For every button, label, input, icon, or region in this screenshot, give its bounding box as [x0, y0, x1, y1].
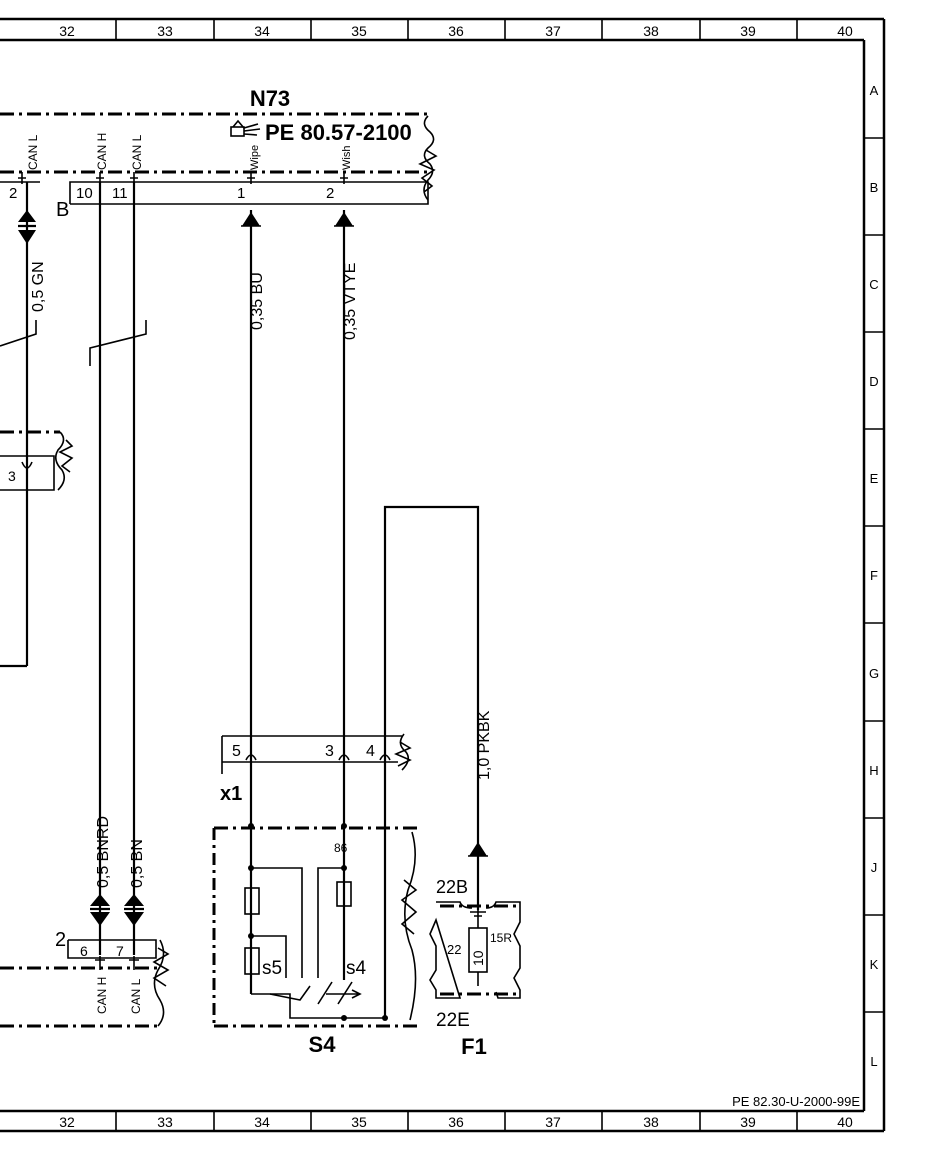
- n73-pin-number: 1: [237, 185, 245, 202]
- bottom-connector-signal: CAN H: [95, 977, 109, 1014]
- f1-name: F1: [461, 1034, 487, 1059]
- wire-label-bu: 0,35 BU: [249, 272, 266, 330]
- col-label-top: 34: [254, 23, 270, 39]
- n73-pin-number: 2: [9, 185, 17, 202]
- col-label-bottom: 32: [59, 1114, 75, 1130]
- bottom-connector-signal: CAN L: [129, 978, 143, 1014]
- s4-switch-b-label: s4: [346, 958, 367, 979]
- row-label: K: [870, 957, 879, 972]
- row-label: H: [869, 763, 878, 778]
- row-label: B: [870, 180, 879, 195]
- n73-pin-signal: Wipe: [249, 145, 261, 170]
- document-id: PE 82.30-U-2000-99E: [732, 1094, 860, 1109]
- wires: 0,5 GN 0,35 BU 0,35 VTYE 1,0 PKBK: [0, 182, 493, 1018]
- reference-hand-icon: [230, 119, 261, 137]
- n73-module: N73 PE 80.57-2100 B CAN L CAN H CAN L Wi…: [0, 86, 438, 221]
- col-label-top: 39: [740, 23, 756, 39]
- row-label: G: [869, 666, 879, 681]
- bottom-connector-pin: 7: [116, 943, 124, 959]
- wire-label-pkbk: 1,0 PKBK: [476, 710, 493, 780]
- x1-pin: 4: [366, 743, 375, 760]
- n73-pin-number: 10: [76, 185, 93, 202]
- sheet-border: 32 33 34 35 36 37 38 39 40 32 33 34 35 3…: [0, 17, 886, 1133]
- f1-fuse-rating: 10: [470, 950, 486, 966]
- n73-connector-label: B: [56, 199, 69, 221]
- s4-switch: 86 s5 s4 S4: [212, 823, 418, 1057]
- n73-pin-number: 11: [112, 185, 128, 202]
- e-row-connector: 3: [0, 430, 74, 668]
- col-label-top: 35: [351, 23, 367, 39]
- x1-name: x1: [220, 783, 242, 805]
- wire-label-gn: 0,5 GN: [30, 261, 47, 312]
- bottom-connector-pin: 6: [80, 943, 88, 959]
- col-label-bottom: 34: [254, 1114, 270, 1130]
- row-label: F: [870, 568, 878, 583]
- s4-pin-label: 86: [334, 841, 348, 855]
- row-label: D: [869, 374, 878, 389]
- col-label-top: 32: [59, 23, 75, 39]
- x1-pin: 3: [325, 743, 334, 760]
- f1-left-label: 22: [447, 942, 461, 957]
- x1-connector: x1 5 3 4: [220, 733, 412, 805]
- wire-label-vtye: 0,35 VTYE: [342, 263, 359, 340]
- s4-name: S4: [309, 1032, 337, 1057]
- row-label: J: [871, 860, 878, 875]
- col-label-top: 36: [448, 23, 464, 39]
- n73-pin-signal: Wish: [341, 146, 353, 170]
- col-label-bottom: 35: [351, 1114, 367, 1130]
- col-label-top: 38: [643, 23, 659, 39]
- n73-pin-number: 2: [326, 185, 334, 202]
- row-label: E: [870, 471, 879, 486]
- bottom-can-connector: 2 6 7 CAN H CAN L 0,5 BNRD 0,5 BN: [0, 816, 170, 1028]
- n73-reference: PE 80.57-2100: [265, 120, 412, 145]
- n73-pin-signal: CAN L: [26, 134, 40, 170]
- col-label-top: 37: [545, 23, 561, 39]
- n73-pin-signal: CAN H: [95, 133, 109, 170]
- col-label-top: 40: [837, 23, 853, 39]
- col-label-bottom: 40: [837, 1114, 853, 1130]
- f1-bottom-label: 22E: [436, 1010, 470, 1031]
- bottom-connector-name: 2: [55, 929, 66, 951]
- row-label: A: [870, 83, 879, 98]
- col-label-bottom: 33: [157, 1114, 173, 1130]
- f1-right-label: 15R: [490, 931, 512, 945]
- n73-pin-signal: CAN L: [130, 134, 144, 170]
- col-label-bottom: 37: [545, 1114, 561, 1130]
- col-label-bottom: 36: [448, 1114, 464, 1130]
- x1-pin: 5: [232, 743, 241, 760]
- col-label-bottom: 39: [740, 1114, 756, 1130]
- col-label-bottom: 38: [643, 1114, 659, 1130]
- wire-label-bnrd: 0,5 BNRD: [95, 816, 112, 888]
- f1-top-label: 22B: [436, 877, 468, 897]
- s4-switch-a-label: s5: [262, 958, 282, 979]
- col-label-top: 33: [157, 23, 173, 39]
- wire-label-bn: 0,5 BN: [129, 839, 146, 888]
- f1-fuse-box: 10 22B 22 15R 22E F1: [429, 877, 521, 1059]
- n73-name: N73: [250, 86, 290, 111]
- row-label: C: [869, 277, 878, 292]
- e-connector-pin: 3: [8, 468, 16, 484]
- row-label: L: [870, 1054, 877, 1069]
